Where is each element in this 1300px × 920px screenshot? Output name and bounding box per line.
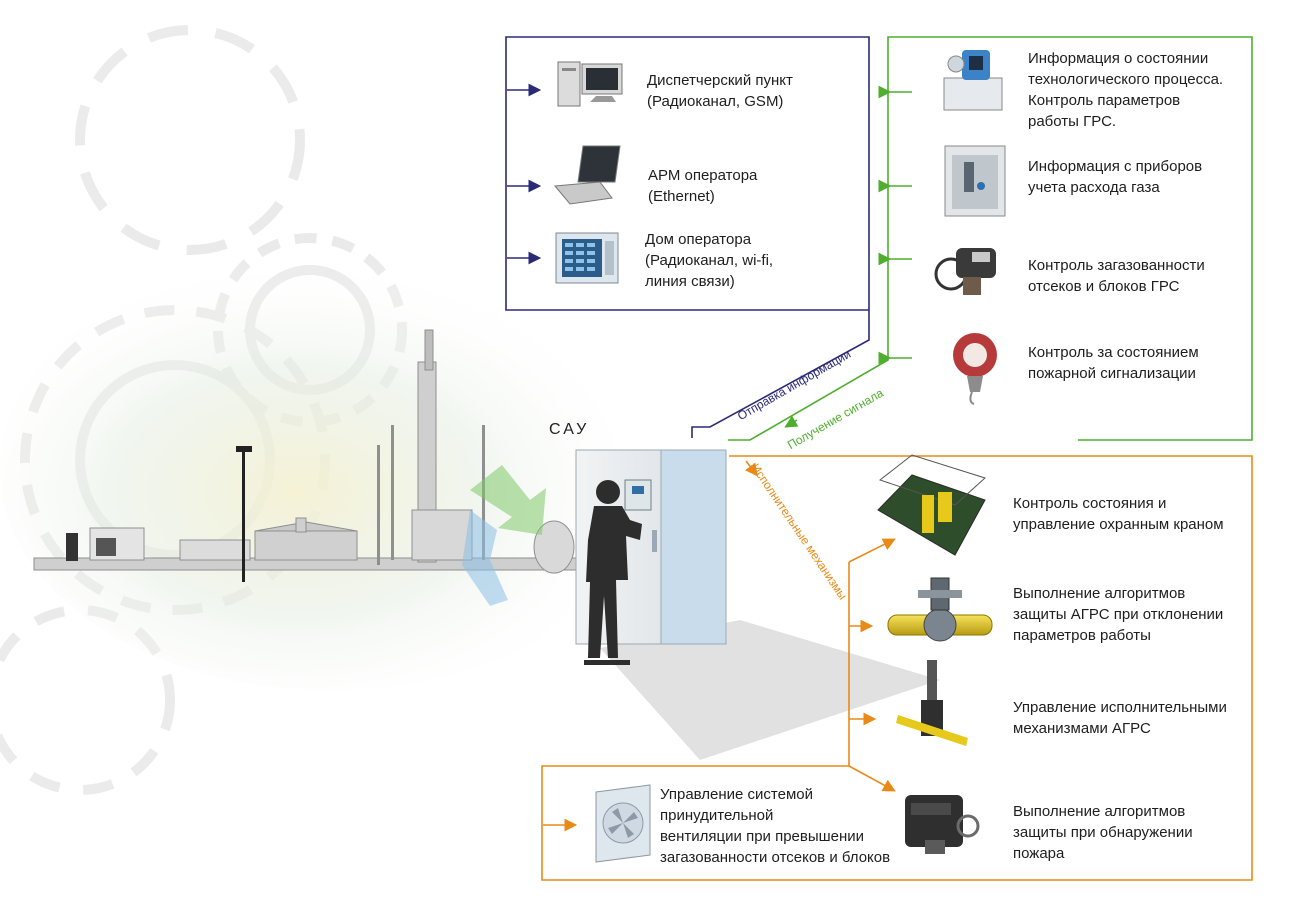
fire-alarm-icon bbox=[953, 333, 997, 405]
security-valve-icon bbox=[877, 454, 986, 556]
gas-metering-text: Информация с приборов учета расхода газа bbox=[1028, 158, 1203, 196]
desktop-computer-icon bbox=[557, 61, 623, 107]
operator-workstation-text: АРМ оператора (Ethernet) bbox=[648, 167, 758, 205]
fire-protection-text: Выполнение алгоритмов защиты при обнаруж… bbox=[1013, 803, 1193, 862]
gas-detector-icon bbox=[934, 248, 996, 295]
background-glow bbox=[0, 250, 660, 690]
ventilation-text: Управление системой принудительной венти… bbox=[660, 786, 891, 866]
operator-panel-icon bbox=[555, 232, 619, 284]
actuator-control-text: Управление исполнительными механизмами А… bbox=[1013, 699, 1227, 737]
gas-contamination-text: Контроль загазованности отсеков и блоков… bbox=[1028, 257, 1205, 295]
green-flow-arrow bbox=[470, 465, 546, 535]
gas-meter-cabinet-icon bbox=[944, 145, 1006, 217]
ball-valve-icon bbox=[887, 577, 993, 642]
ventilation-fan-icon bbox=[595, 784, 651, 863]
control-cabinet bbox=[575, 449, 940, 760]
fire-drive-icon bbox=[905, 795, 980, 854]
blue-flow-arrow bbox=[462, 510, 508, 606]
actuator-icon bbox=[896, 660, 968, 746]
security-valve-text: Контроль состояния и управление охранным… bbox=[1013, 495, 1224, 533]
operator-house-text: Дом оператора (Радиоканал, wi-fi, линия … bbox=[645, 231, 774, 290]
laptop-icon bbox=[554, 145, 621, 205]
dispatch-point-text: Диспетчерский пункт (Радиоканал, GSM) bbox=[647, 72, 793, 110]
operator-person bbox=[584, 480, 642, 665]
process-state-text: Информация о состоянии технологического … bbox=[1028, 50, 1224, 130]
protection-algorithm-text: Выполнение алгоритмов защиты АГРС при от… bbox=[1013, 585, 1224, 644]
actuator-connectors bbox=[541, 455, 1253, 881]
receive-signal-connectors bbox=[728, 36, 1253, 441]
sau-label: САУ bbox=[549, 421, 590, 438]
pressure-transmitter-icon bbox=[943, 50, 1003, 111]
send-info-connectors bbox=[505, 36, 870, 438]
fire-alarm-text: Контроль за состоянием пожарной сигнализ… bbox=[1028, 344, 1199, 382]
